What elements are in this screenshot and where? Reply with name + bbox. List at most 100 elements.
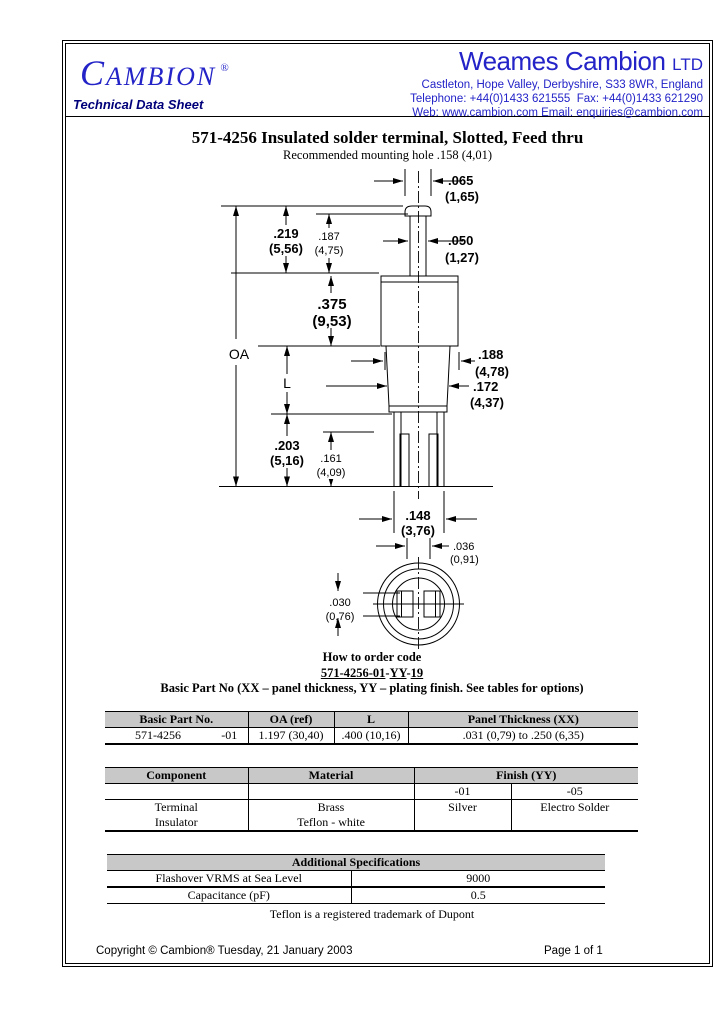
dim-172-mm: (4,37) — [470, 395, 504, 410]
dim-203-in: .203 — [274, 438, 299, 453]
dim-161-mm: (4,09) — [317, 467, 346, 479]
finish-empty-cell — [413, 815, 511, 832]
logo-text: AMBION — [106, 62, 217, 91]
finish-code-05: -05 — [510, 783, 638, 800]
part-panel-thickness-cell: .031 (0,79) to .250 (6,35) — [407, 727, 638, 745]
part-l-cell: .400 (10,16) — [333, 727, 408, 745]
material-table-header-finish: Finish (YY) — [413, 767, 638, 784]
dim-148-in: .148 — [405, 508, 430, 523]
company-name-text: Weames Cambion — [459, 46, 666, 76]
dim-172-in: .172 — [473, 379, 498, 394]
spec-capacitance-label: Capacitance (pF) — [107, 887, 351, 904]
page-border-inner: CAMBION® Technical Data Sheet Weames Cam… — [65, 43, 710, 964]
finish-silver-cell: Silver — [413, 799, 511, 815]
part-variant-cell: -01 — [211, 727, 248, 745]
dim-161-in: .161 — [320, 453, 341, 465]
trademark-note: Teflon is a registered trademark of Dupo… — [269, 907, 475, 921]
spec-flashover-label: Flashover VRMS at Sea Level — [107, 870, 351, 888]
material-brass-cell: Brass — [247, 799, 414, 815]
pin-head — [404, 205, 432, 217]
insulator-body — [380, 275, 459, 347]
dim-219-mm: (5,56) — [269, 241, 303, 256]
insulator-flange — [380, 275, 459, 283]
dim-036-mm: (0,91) — [450, 554, 479, 566]
finish-code-01: -01 — [413, 783, 511, 800]
order-code-part: 571-4256-01 — [320, 665, 386, 680]
order-code-sep: - — [385, 665, 390, 680]
part-number-cell: 571-4256 — [105, 727, 211, 745]
order-code-block: How to order code 571-4256-01-YY-19 Basi… — [106, 650, 638, 697]
page-border-outer: CAMBION® Technical Data Sheet Weames Cam… — [62, 40, 713, 967]
footer-page-number: Page 1 of 1 — [544, 945, 603, 957]
dim-050-in: .050 — [448, 233, 473, 248]
dimension-labels: .065 (1,65) .050 (1,27) .219 (5,56) .187… — [229, 173, 509, 623]
order-code-suffix: 19 — [410, 665, 424, 680]
specs-table-heading: Additional Specifications — [107, 854, 606, 871]
dim-036-in: .036 — [453, 541, 474, 553]
material-table-header-component: Component — [105, 767, 248, 784]
dim-188-in: .188 — [478, 347, 503, 362]
company-web-email: Web: www.cambion.com Email: enquiries@ca… — [412, 107, 703, 119]
logo-initial: C — [80, 53, 107, 93]
order-code-note: Basic Part No (XX – panel thickness, YY … — [160, 681, 584, 695]
header: CAMBION® Technical Data Sheet Weames Cam… — [66, 44, 709, 120]
dim-oa-label: OA — [229, 346, 250, 362]
material-teflon-cell: Teflon - white — [247, 815, 414, 832]
dim-187-mm: (4,75) — [315, 245, 344, 257]
footer-copyright: Copyright © Cambion® Tuesday, 21 January… — [96, 945, 353, 957]
dim-148-mm: (3,76) — [401, 523, 435, 538]
dim-065-mm: (1,65) — [445, 189, 479, 204]
cambion-logo: CAMBION® — [80, 52, 229, 94]
dim-030-mm: (0,76) — [326, 611, 355, 623]
order-code: 571-4256-01-YY-19 — [106, 666, 638, 682]
part-table-header-basic: Basic Part No. — [105, 711, 248, 728]
dim-065-in: .065 — [448, 173, 473, 188]
technical-drawing: .065 (1,65) .050 (1,27) .219 (5,56) .187… — [219, 169, 509, 649]
material-table-header-material: Material — [247, 767, 414, 784]
spec-flashover-value: 9000 — [350, 870, 606, 888]
company-suffix: LTD — [672, 55, 703, 74]
company-contact: Telephone: +44(0)1433 621555 Fax: +44(0)… — [410, 93, 703, 105]
finish-code-spacer — [247, 783, 414, 800]
component-insulator-cell: Insulator — [105, 815, 248, 832]
page-subtitle: Recommended mounting hole .158 (4,01) — [283, 148, 492, 162]
material-table: Component Material Finish (YY) -01 -05 T… — [105, 767, 638, 832]
part-oa-cell: 1.197 (30,40) — [247, 727, 334, 745]
pin-shaft — [409, 215, 427, 277]
order-code-finish: YY — [389, 665, 407, 680]
insulator-taper — [385, 345, 451, 407]
dim-188-mm: (4,78) — [475, 364, 509, 379]
order-code-heading: How to order code — [322, 650, 422, 664]
terminal-side-view — [380, 205, 459, 487]
dim-375-mm: (9,53) — [312, 313, 351, 330]
dim-l-label: L — [283, 375, 291, 391]
part-table: Basic Part No. OA (ref) L Panel Thicknes… — [105, 711, 638, 745]
solder-tube — [393, 411, 445, 487]
specs-table: Additional Specifications Flashover VRMS… — [107, 854, 606, 904]
dim-050-mm: (1,27) — [445, 250, 479, 265]
dim-375-in: .375 — [317, 296, 346, 313]
part-table-header-panel: Panel Thickness (XX) — [407, 711, 638, 728]
company-block: Weames Cambion LTD Castleton, Hope Valle… — [410, 48, 703, 120]
spec-capacitance-value: 0.5 — [350, 887, 606, 904]
part-table-header-l: L — [333, 711, 408, 728]
slot-right — [428, 433, 439, 487]
company-name: Weames Cambion LTD — [410, 48, 703, 78]
dim-203-mm: (5,16) — [270, 453, 304, 468]
order-code-sep: - — [406, 665, 411, 680]
finish-code-spacer — [105, 783, 248, 800]
dimension-lines — [233, 169, 477, 636]
terminal-end-view — [373, 562, 464, 646]
registered-trademark-icon: ® — [220, 62, 229, 74]
component-terminal-cell: Terminal — [154, 800, 198, 814]
page-title: 571-4256 Insulated solder terminal, Slot… — [191, 128, 584, 147]
dim-219-in: .219 — [273, 226, 298, 241]
finish-empty-cell — [510, 815, 638, 832]
dim-030-in: .030 — [329, 597, 350, 609]
knurl-band — [388, 405, 448, 413]
document-type-label: Technical Data Sheet — [73, 97, 204, 112]
dim-187-in: .187 — [318, 231, 339, 243]
company-address: Castleton, Hope Valley, Derbyshire, S33 … — [421, 79, 703, 91]
finish-electro-solder-cell: Electro Solder — [510, 799, 638, 815]
